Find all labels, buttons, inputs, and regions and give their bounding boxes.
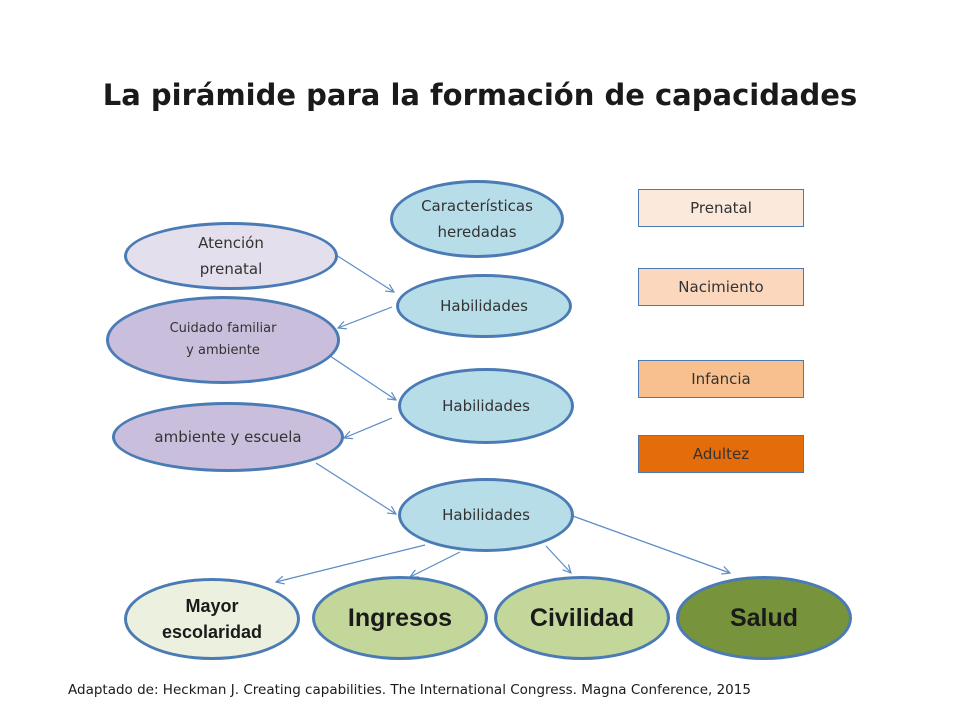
skills-node-1: Habilidades bbox=[396, 274, 572, 338]
family-care-node: Cuidado familiar y ambiente bbox=[106, 296, 340, 384]
skills-1-label: Habilidades bbox=[440, 297, 528, 315]
arrow-skills3-to-schooling bbox=[276, 544, 426, 582]
inherited-traits-node: Características heredadas bbox=[390, 180, 564, 258]
arrow-skills3-to-civility bbox=[545, 545, 571, 573]
source-footnote: Adaptado de: Heckman J. Creating capabil… bbox=[68, 682, 751, 698]
arrow-skills2-to-environment bbox=[344, 417, 393, 438]
civility-label: Civilidad bbox=[529, 603, 635, 632]
stage-childhood: Infancia bbox=[638, 360, 804, 398]
page-title: La pirámide para la formación de capacid… bbox=[102, 78, 858, 112]
prenatal-care-line-1: Atención bbox=[198, 234, 264, 252]
outcome-civility: Civilidad bbox=[494, 576, 670, 660]
prenatal-care-node: Atención prenatal bbox=[124, 222, 338, 290]
skills-3-label: Habilidades bbox=[442, 506, 530, 524]
family-care-line-1: Cuidado familiar bbox=[169, 321, 277, 336]
stage-childhood-label: Infancia bbox=[691, 370, 751, 388]
skills-node-2: Habilidades bbox=[398, 368, 574, 444]
arrow-skills3-to-income bbox=[410, 551, 461, 577]
stage-prenatal: Prenatal bbox=[638, 189, 804, 227]
arrow-prenatal-to-skills1 bbox=[335, 254, 394, 292]
outcome-schooling: Mayor escolaridad bbox=[124, 578, 300, 660]
arrow-skills3-to-health bbox=[569, 514, 730, 573]
arrow-skills1-to-family bbox=[338, 306, 393, 328]
environment-school-label: ambiente y escuela bbox=[154, 428, 302, 446]
health-label: Salud bbox=[729, 603, 799, 632]
environment-school-node: ambiente y escuela bbox=[112, 402, 344, 472]
stage-birth: Nacimiento bbox=[638, 268, 804, 306]
inherited-line-2: heredadas bbox=[437, 223, 517, 241]
schooling-line-1: Mayor bbox=[185, 596, 239, 616]
outcome-income: Ingresos bbox=[312, 576, 488, 660]
family-care-line-2: y ambiente bbox=[186, 343, 260, 358]
income-label: Ingresos bbox=[347, 603, 453, 632]
stage-birth-label: Nacimiento bbox=[678, 278, 764, 296]
stage-adulthood: Adultez bbox=[638, 435, 804, 473]
prenatal-care-line-2: prenatal bbox=[199, 260, 263, 278]
stage-adulthood-label: Adultez bbox=[692, 445, 750, 463]
arrow-environment-to-skills3 bbox=[315, 462, 396, 514]
inherited-line-1: Características bbox=[421, 197, 533, 215]
schooling-line-2: escolaridad bbox=[161, 622, 263, 642]
skills-node-3: Habilidades bbox=[398, 478, 574, 552]
outcome-health: Salud bbox=[676, 576, 852, 660]
stage-prenatal-label: Prenatal bbox=[690, 199, 752, 217]
skills-2-label: Habilidades bbox=[442, 397, 530, 415]
arrow-family-to-skills2 bbox=[329, 355, 396, 400]
